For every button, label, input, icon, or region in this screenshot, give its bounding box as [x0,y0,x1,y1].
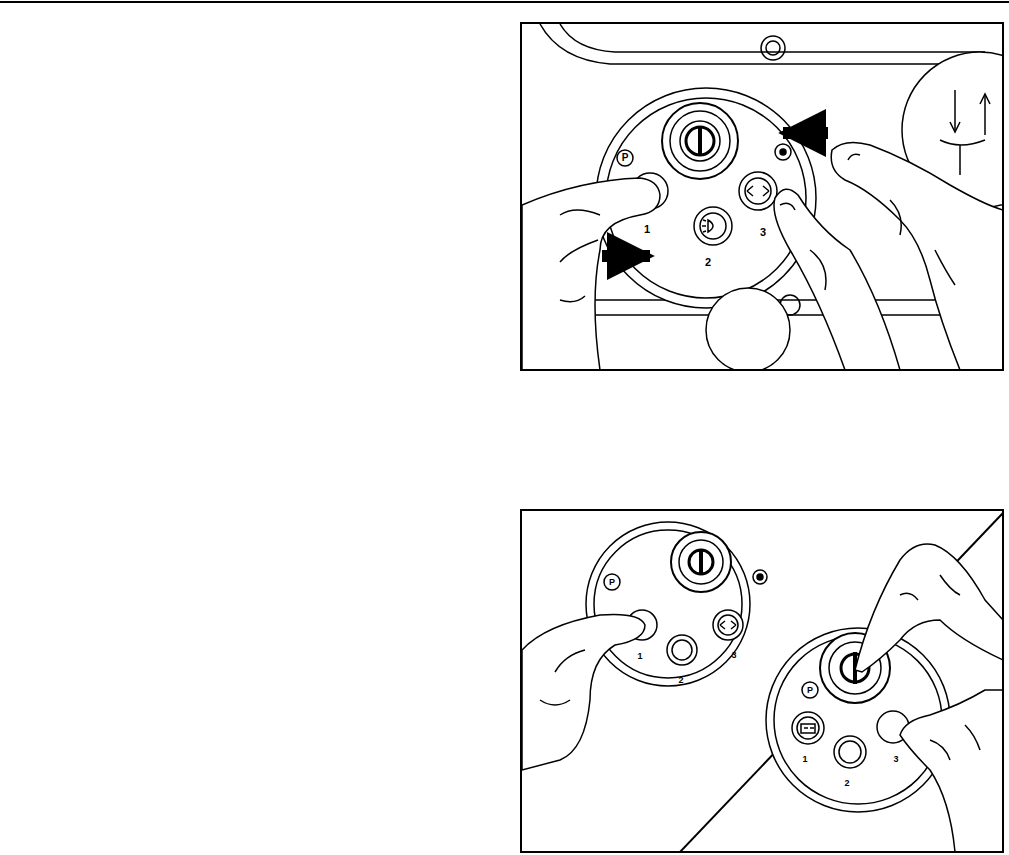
control-panel-figure [522,24,1002,369]
callout-number: 1 [637,652,642,661]
control-panel-figure [522,513,1002,851]
callout-number: 2 [678,676,683,685]
header-rule [0,1,1009,3]
park-symbol-letter: P [622,153,629,163]
callout-number: 2 [705,257,711,268]
press-arrow [602,250,650,262]
park-symbol-letter: P [807,686,813,695]
press-arrow [783,127,828,139]
callout-number: 1 [644,224,650,235]
park-symbol-letter: P [609,578,615,587]
callout-number: 3 [893,755,898,764]
callout-number: 1 [802,755,807,764]
callout-number: 2 [844,779,849,788]
figure-frame [521,510,1003,852]
callout-number: 3 [760,227,766,238]
callout-number: 3 [731,651,736,660]
